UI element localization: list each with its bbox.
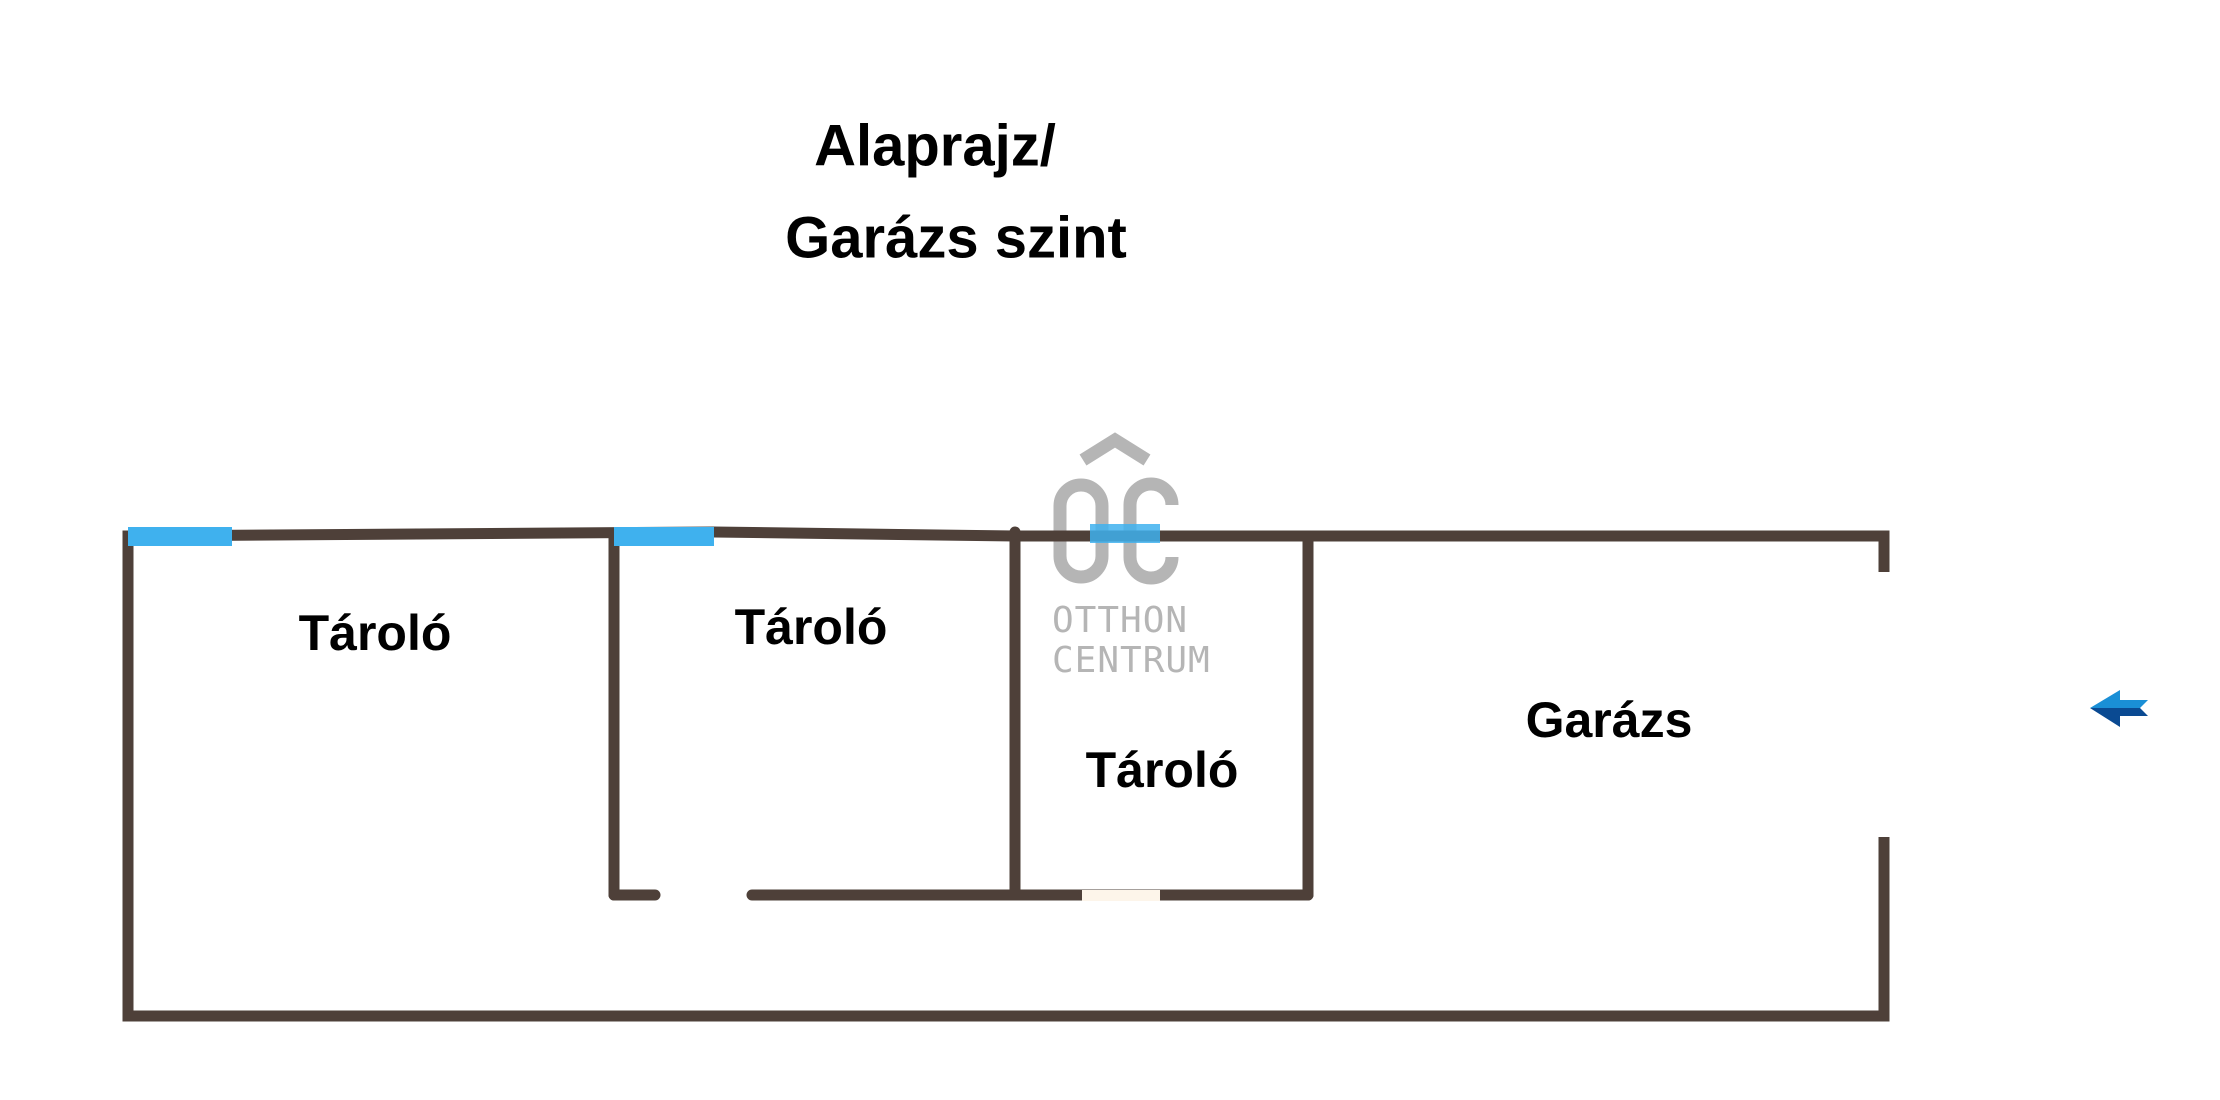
title-line-1: Alaprajz/ — [814, 113, 1056, 179]
watermark-text-1: OTTHON — [1052, 600, 1189, 641]
title-line-2: Garázs szint — [785, 205, 1127, 271]
window-3 — [1090, 524, 1160, 543]
watermark-text-2: CENTRUM — [1052, 640, 1211, 681]
window-2 — [614, 527, 714, 546]
arrow-left-icon — [2090, 690, 2148, 727]
room-label-storage-1: Tároló — [298, 605, 452, 661]
door — [1082, 890, 1160, 901]
windows — [128, 524, 1160, 546]
window-1 — [128, 527, 232, 546]
outer-wall — [122, 526, 1890, 1022]
room-label-storage-2: Tároló — [734, 599, 888, 655]
watermark-logo — [1053, 432, 1179, 585]
walls — [122, 526, 1890, 1022]
room-label-garage: Garázs — [1525, 692, 1693, 748]
room-label-storage-3: Tároló — [1085, 742, 1239, 798]
